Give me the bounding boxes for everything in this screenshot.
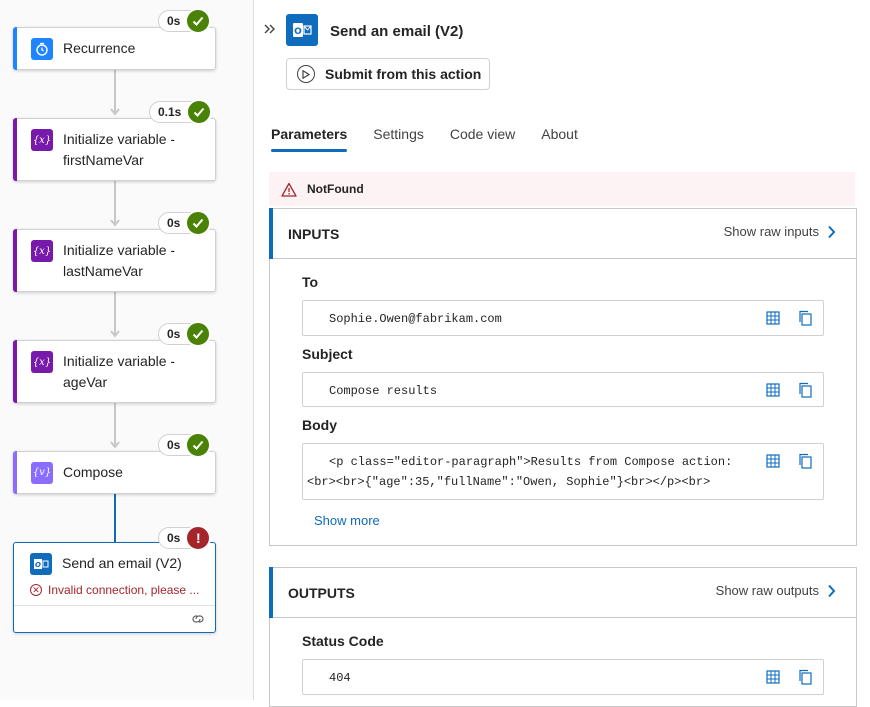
panel-title: Send an email (V2) — [330, 23, 464, 40]
node-title: Initialize variable - ageVar — [63, 353, 176, 390]
success-check-icon — [185, 432, 212, 458]
svg-text:O: O — [294, 27, 302, 37]
field-label-subject: Subject — [302, 346, 353, 362]
node-title: Compose — [63, 464, 123, 480]
submit-from-action-button[interactable]: Submit from this action — [286, 58, 490, 90]
table-view-icon[interactable] — [765, 453, 781, 469]
workflow-canvas: Recurrence 0s {x} Initialize variable - … — [0, 0, 254, 700]
error-circle-icon: ✕ — [30, 584, 42, 596]
outputs-section: OUTPUTS Show raw outputs Status Code 404 — [269, 567, 857, 707]
duration-badge: 0.1s — [149, 99, 213, 125]
table-view-icon[interactable] — [765, 310, 781, 326]
node-title: Initialize variable - firstNameVar — [63, 131, 176, 168]
error-message: ✕ Invalid connection, please ... — [30, 583, 205, 597]
copy-icon[interactable] — [797, 382, 813, 398]
node-send-email[interactable]: O Send an email (V2) ✕ Invalid connectio… — [13, 542, 216, 633]
duration-badge: 0s — [158, 432, 212, 458]
node-title: Initialize variable - lastNameVar — [63, 242, 176, 279]
duration-badge: 0s — [158, 8, 212, 34]
node-compose[interactable]: {v} Compose — [13, 451, 216, 494]
connector — [114, 403, 116, 445]
clock-icon — [31, 37, 53, 60]
success-check-icon — [186, 99, 213, 125]
variable-icon: {x} — [31, 129, 53, 151]
error-alert: NotFound — [269, 172, 855, 206]
arrow-down-icon — [110, 441, 120, 449]
field-label-status-code: Status Code — [302, 633, 384, 649]
success-check-icon — [185, 8, 212, 34]
play-icon — [297, 65, 315, 83]
node-initialize-lastname[interactable]: {x} Initialize variable - lastNameVar — [13, 229, 216, 292]
tab-parameters[interactable]: Parameters — [271, 126, 348, 152]
arrow-down-icon — [110, 219, 120, 227]
chevron-right-icon — [828, 225, 836, 238]
table-view-icon[interactable] — [765, 669, 781, 685]
inputs-title: INPUTS — [288, 225, 340, 242]
node-initialize-age[interactable]: {x} Initialize variable - ageVar — [13, 340, 216, 403]
link-icon — [192, 615, 204, 623]
tab-settings[interactable]: Settings — [373, 126, 424, 142]
tab-about[interactable]: About — [541, 126, 578, 142]
show-more-link[interactable]: Show more — [314, 513, 380, 528]
field-label-body: Body — [302, 417, 337, 433]
panel-tabs: Parameters Settings Code view About — [271, 126, 604, 152]
body-field: <p class="editor-paragraph">Results from… — [302, 443, 824, 500]
svg-text:O: O — [35, 561, 41, 569]
chevron-right-icon — [828, 584, 836, 597]
tab-code-view[interactable]: Code view — [449, 126, 516, 142]
copy-icon[interactable] — [797, 310, 813, 326]
connector — [114, 181, 116, 223]
action-details-panel: O Send an email (V2) Submit from this ac… — [255, 0, 870, 707]
success-check-icon — [185, 321, 212, 347]
collapse-panel-icon[interactable] — [263, 22, 277, 41]
table-view-icon[interactable] — [765, 382, 781, 398]
variable-icon: {x} — [31, 351, 53, 373]
error-exclamation-icon: ! — [185, 525, 212, 551]
show-raw-inputs-link[interactable]: Show raw inputs — [724, 224, 836, 239]
duration-badge: 0s — [158, 321, 212, 347]
arrow-down-icon — [110, 108, 120, 116]
copy-icon[interactable] — [797, 453, 813, 469]
variable-icon: {x} — [31, 240, 53, 262]
success-check-icon — [185, 210, 212, 236]
connector — [114, 493, 116, 543]
node-title: Send an email (V2) — [62, 555, 182, 571]
show-raw-outputs-link[interactable]: Show raw outputs — [716, 583, 836, 598]
outputs-title: OUTPUTS — [288, 584, 355, 601]
duration-badge: 0s — [158, 210, 212, 236]
field-label-to: To — [302, 274, 319, 290]
arrow-down-icon — [110, 330, 120, 338]
compose-icon: {v} — [31, 461, 53, 484]
status-code-field: 404 — [302, 659, 824, 695]
outlook-icon: O — [286, 14, 318, 46]
inputs-section: INPUTS Show raw inputs To Sophie.Owen@fa… — [269, 208, 857, 546]
outlook-icon: O — [30, 553, 52, 575]
node-initialize-firstname[interactable]: {x} Initialize variable - firstNameVar — [13, 118, 216, 181]
node-title: Recurrence — [63, 40, 136, 56]
node-recurrence[interactable]: Recurrence — [13, 27, 216, 70]
duration-badge: 0s ! — [158, 525, 212, 551]
to-field: Sophie.Owen@fabrikam.com — [302, 300, 824, 336]
subject-field: Compose results — [302, 372, 824, 407]
copy-icon[interactable] — [797, 669, 813, 685]
connector — [114, 70, 116, 112]
connector — [114, 292, 116, 334]
warning-icon — [281, 182, 297, 197]
